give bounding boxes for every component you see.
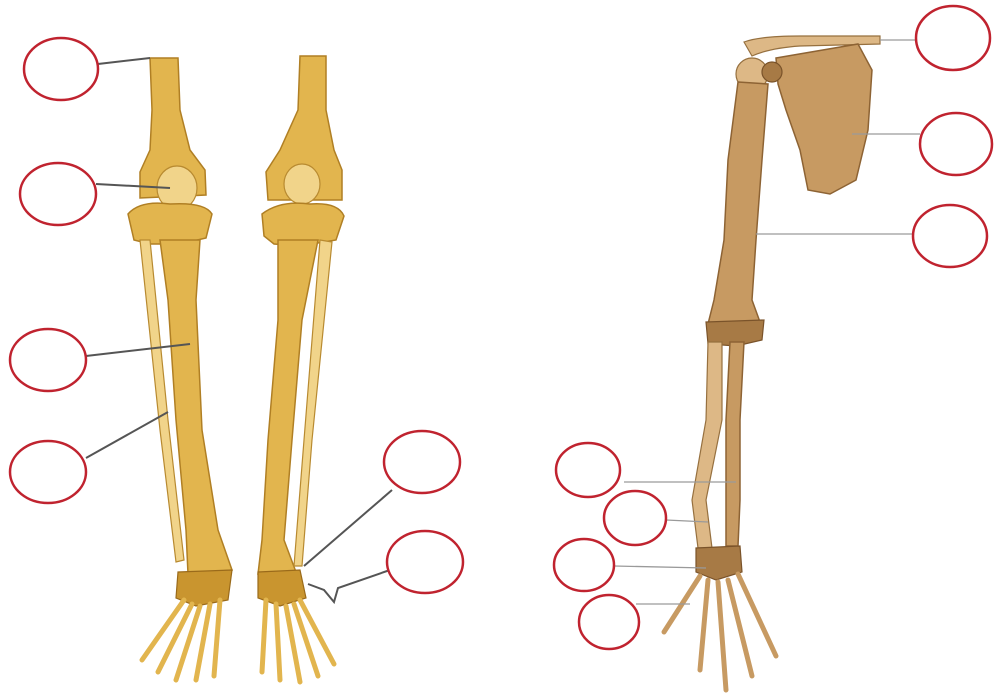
label-oval-12[interactable] [554, 539, 614, 591]
label-oval-4[interactable] [10, 441, 86, 503]
leg-back-figure [258, 56, 344, 682]
ulna [726, 342, 744, 546]
leg-front-figure [128, 58, 232, 680]
label-oval-10[interactable] [556, 443, 620, 497]
scapula [776, 44, 872, 194]
label-oval-2[interactable] [20, 163, 96, 225]
label-oval-1[interactable] [24, 38, 98, 100]
leader-line-6 [308, 570, 390, 602]
femoral-condyle-back [284, 164, 320, 204]
humerus [708, 82, 768, 324]
leader-line-12 [614, 566, 706, 568]
label-oval-6[interactable] [387, 531, 463, 593]
leader-line-4 [86, 412, 168, 458]
acromion [762, 62, 782, 82]
tibia-head-front [128, 203, 212, 244]
label-oval-11[interactable] [604, 491, 666, 545]
leader-line-5 [304, 490, 392, 566]
label-oval-3[interactable] [10, 329, 86, 391]
label-oval-5[interactable] [384, 431, 460, 493]
label-oval-8[interactable] [920, 113, 992, 175]
toes-front [142, 600, 220, 680]
label-oval-13[interactable] [579, 595, 639, 649]
label-oval-7[interactable] [916, 6, 990, 70]
fingers [664, 574, 776, 690]
carpals [696, 546, 742, 580]
toes-back [262, 600, 334, 682]
arm-figure [664, 36, 880, 690]
leader-line-1 [98, 58, 150, 64]
label-oval-9[interactable] [913, 205, 987, 267]
radius [692, 342, 722, 548]
